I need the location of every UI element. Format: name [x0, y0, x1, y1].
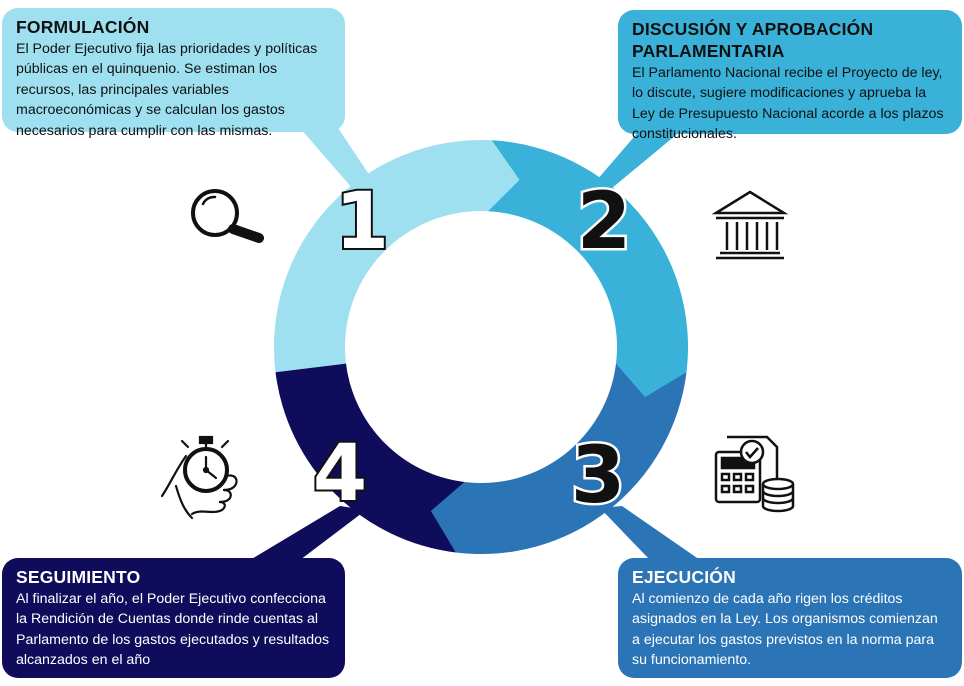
- stage-4-seguimiento-box: SEGUIMIENTO Al finalizar el año, el Pode…: [2, 558, 345, 678]
- stopwatch-in-hand-icon: [160, 435, 238, 520]
- stage-2-discusion-box: DISCUSIÓN Y APROBACIÓN PARLAMENTARIA El …: [618, 10, 962, 142]
- stage-1-description: El Poder Ejecutivo fija las prioridades …: [16, 41, 318, 139]
- stage-2-description: El Parlamento Nacional recibe el Proyect…: [632, 65, 944, 143]
- stage-4-title: SEGUIMIENTO: [16, 567, 141, 587]
- stage-1-formulacion-box: FORMULACIÓN El Poder Ejecutivo fija las …: [2, 8, 345, 139]
- cycle-ring: [273, 140, 689, 555]
- ring-segment-stage-2: [488, 140, 689, 398]
- stage-3-number: 3: [571, 431, 625, 521]
- stage-4-description: Al finalizar el año, el Poder Ejecutivo …: [16, 591, 330, 669]
- calculator-document-coins-icon: [714, 435, 795, 513]
- stage-3-title: EJECUCIÓN: [632, 567, 736, 587]
- stage-4-callout-pointer: [250, 506, 366, 560]
- ring-segment-stage-1: [273, 140, 520, 373]
- stage-1-number: 1: [335, 177, 389, 267]
- stage-4-number: 4: [313, 429, 367, 519]
- government-building-icon: [711, 190, 789, 260]
- stage-2-number: 2: [577, 177, 631, 267]
- stage-3-ejecucion-box: EJECUCIÓN Al comienzo de cada año rigen …: [618, 558, 962, 678]
- ring-segment-stage-3: [430, 363, 687, 555]
- stage-2-title: DISCUSIÓN Y APROBACIÓN PARLAMENTARIA: [632, 19, 874, 61]
- stage-1-callout-pointer: [300, 128, 378, 188]
- stage-1-title: FORMULACIÓN: [16, 17, 150, 37]
- magnifying-glass-icon: [191, 189, 264, 243]
- stage-3-description: Al comienzo de cada año rigen los crédit…: [632, 591, 938, 669]
- stage-3-callout-pointer: [600, 506, 700, 560]
- ring-segment-stage-4: [275, 338, 465, 553]
- stage-2-callout-pointer: [590, 130, 682, 188]
